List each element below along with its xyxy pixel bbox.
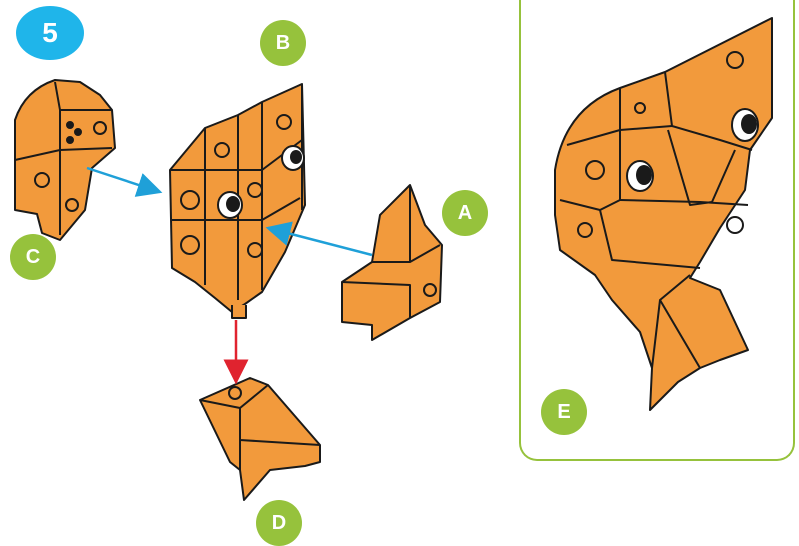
result-frame xyxy=(519,0,795,461)
part-c xyxy=(14,79,116,241)
eye-icon xyxy=(217,145,305,219)
label-a-badge: A xyxy=(442,190,488,236)
part-a xyxy=(341,184,443,341)
arrow-c-to-b xyxy=(86,166,163,197)
label-d: D xyxy=(271,511,287,534)
label-c-badge: C xyxy=(10,234,56,280)
label-e-badge: E xyxy=(541,389,587,435)
eye-icon xyxy=(626,108,759,192)
step-number-badge: 5 xyxy=(16,6,84,60)
label-d-badge: D xyxy=(256,500,302,546)
label-b-badge: B xyxy=(260,20,306,66)
part-d xyxy=(199,377,321,501)
part-e-completed-model xyxy=(554,17,773,411)
label-e: E xyxy=(557,400,571,423)
label-c: C xyxy=(25,245,41,268)
step-number: 5 xyxy=(42,17,58,48)
label-b: B xyxy=(275,31,291,54)
arrow-a-to-b xyxy=(265,221,373,257)
label-a: A xyxy=(457,201,473,224)
